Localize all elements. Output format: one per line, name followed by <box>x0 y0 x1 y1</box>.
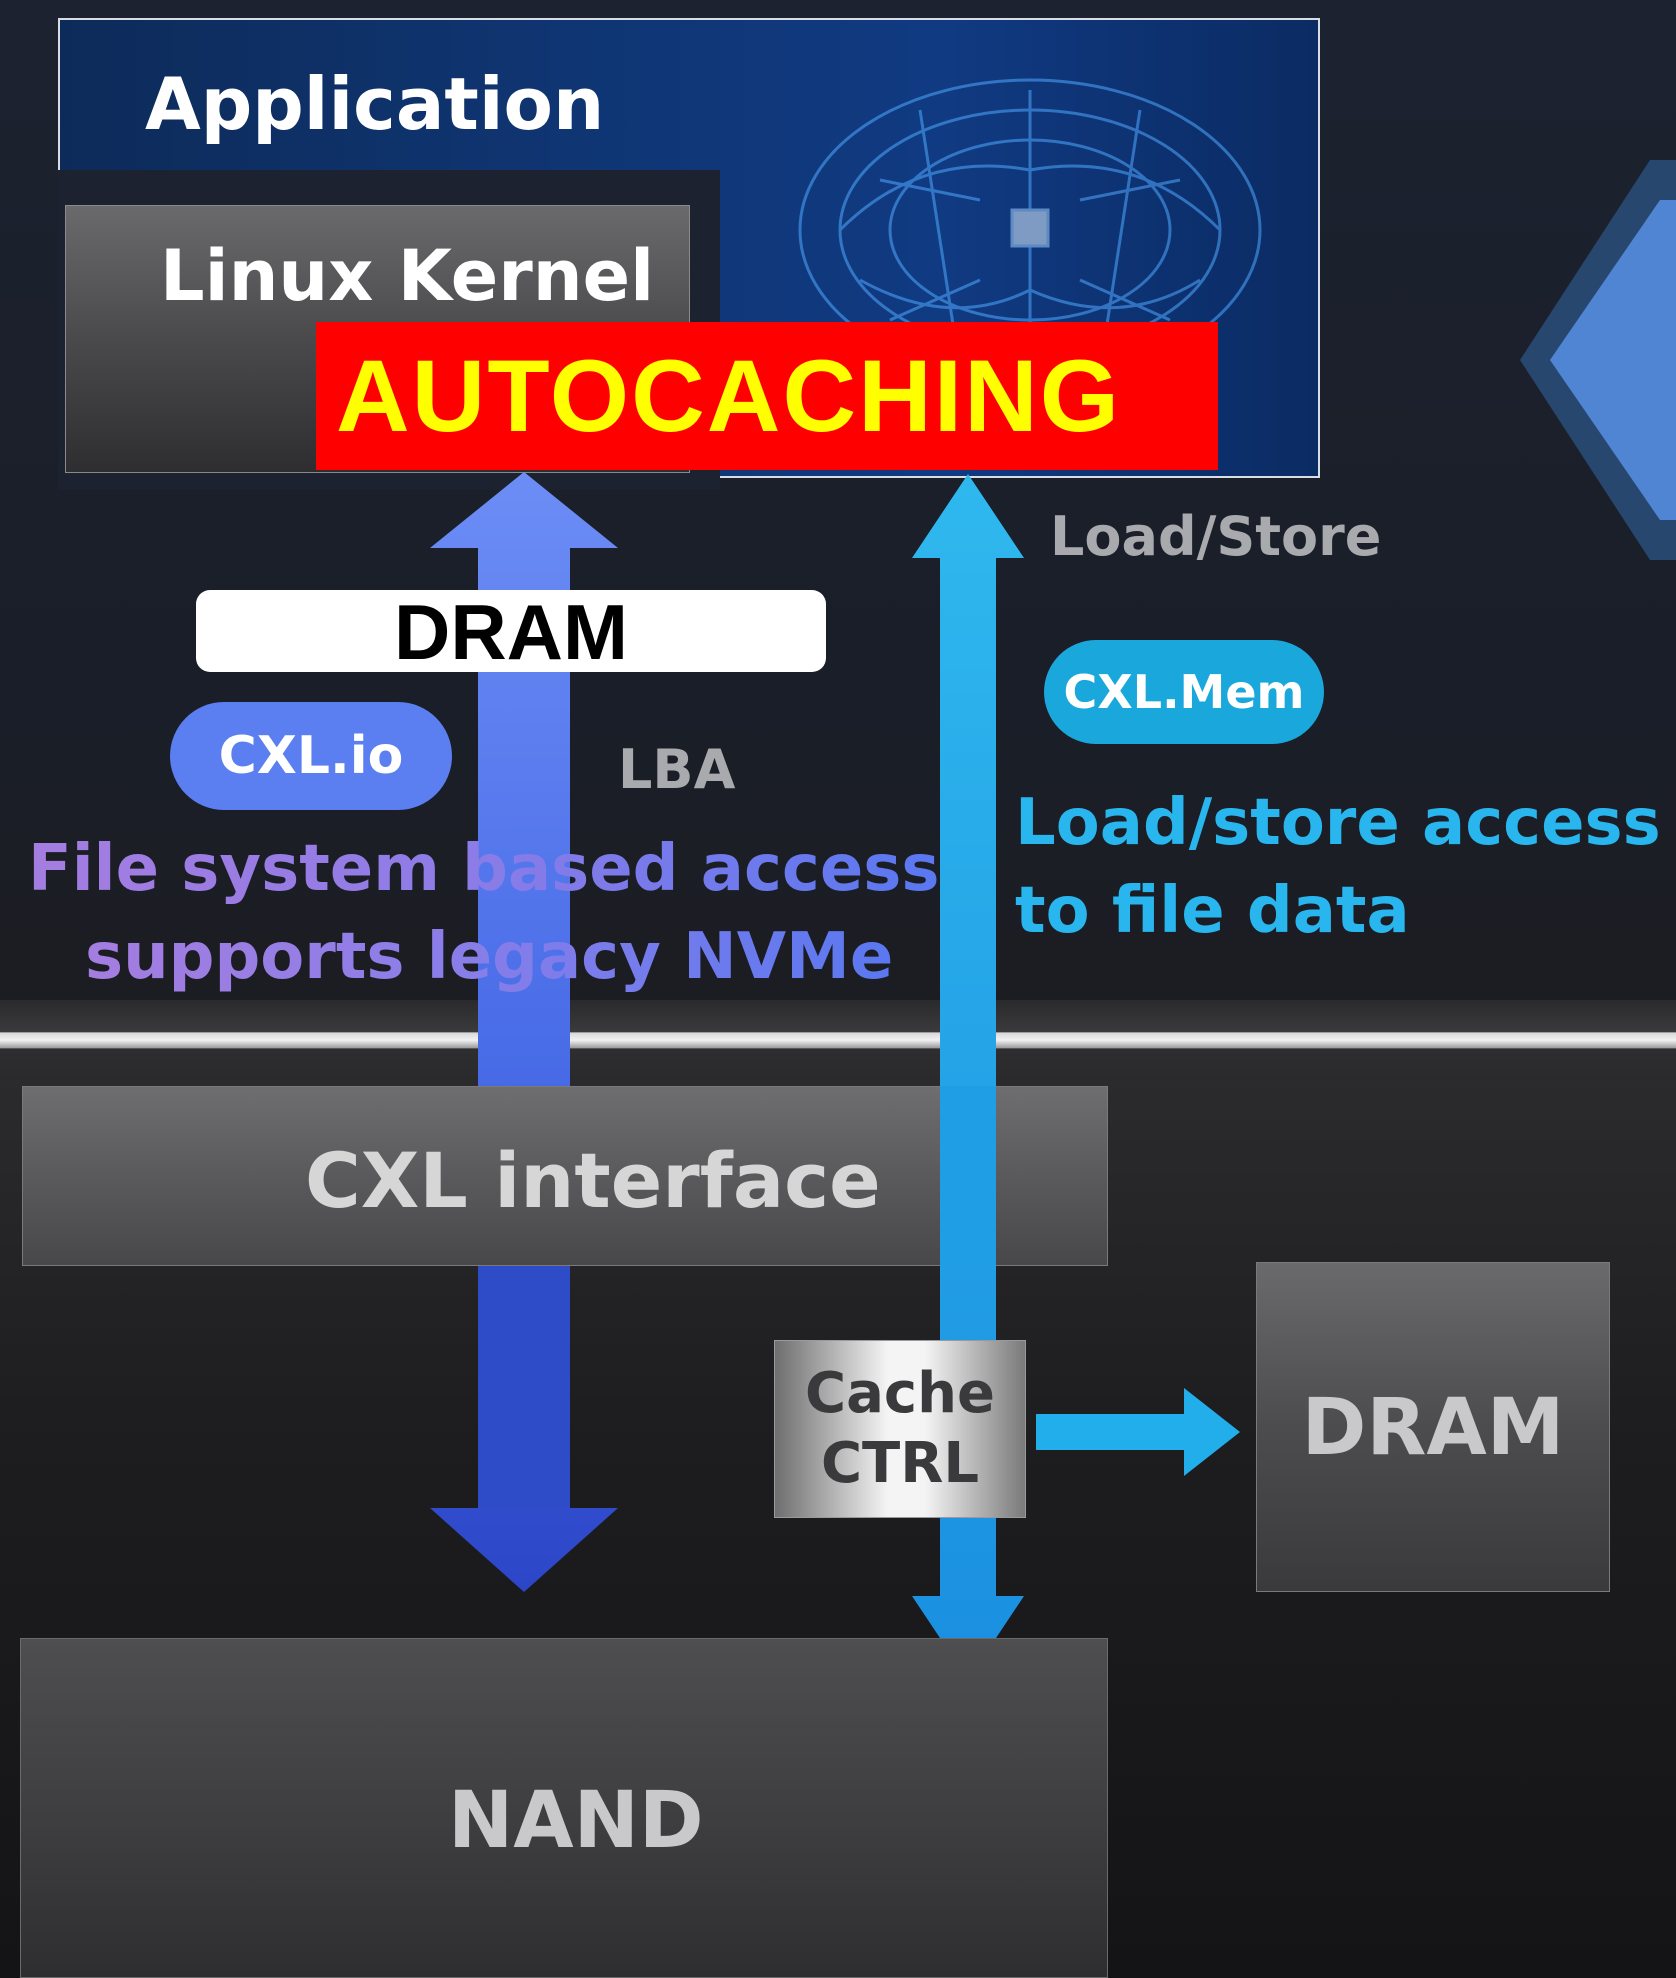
application-label: Application <box>145 62 605 146</box>
lba-label: LBA <box>618 738 736 801</box>
ls-access-caption-line1: Load/store access <box>1015 786 1661 860</box>
fs-access-caption-line1: File system based access <box>28 832 940 906</box>
cache-ctrl-label-line2: CTRL <box>820 1431 980 1496</box>
left-pointing-arrow-icon <box>1520 160 1676 560</box>
dram-device-block: DRAM <box>1256 1262 1610 1592</box>
nand-block <box>20 1638 1108 1978</box>
cxl-interface-block <box>22 1086 1108 1266</box>
load-store-label: Load/Store <box>1050 505 1382 568</box>
cxl-io-badge: CXL.io <box>170 702 452 810</box>
cache-ctrl-block: Cache CTRL <box>774 1340 1026 1518</box>
cxl-interface-label: CXL interface <box>305 1136 881 1225</box>
host-device-divider <box>0 1000 1676 1080</box>
ls-access-caption-line2: to file data <box>1015 874 1410 948</box>
fs-access-caption-line2: supports legacy NVMe <box>85 920 894 994</box>
autocaching-banner: AUTOCACHING <box>316 322 1218 470</box>
dram-label-top: DRAM <box>196 590 826 674</box>
linux-kernel-label: Linux Kernel <box>160 235 655 317</box>
cache-ctrl-label-line1: Cache <box>805 1361 995 1426</box>
cxl-mem-badge: CXL.Mem <box>1044 640 1324 744</box>
nand-label: NAND <box>448 1776 704 1866</box>
